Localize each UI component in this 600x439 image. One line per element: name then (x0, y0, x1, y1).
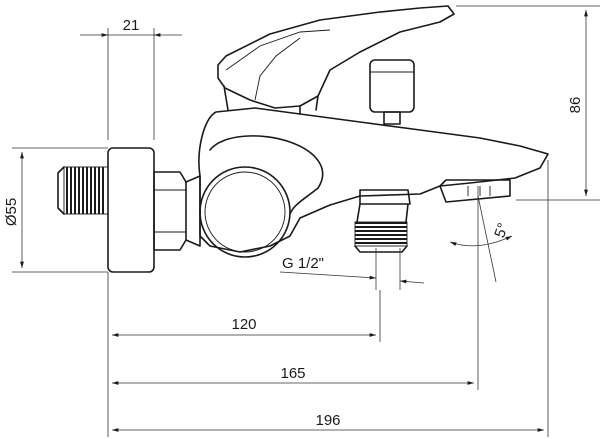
dimension-120-label: 120 (231, 316, 256, 333)
dimension-thread: G 1/2" (279, 248, 425, 290)
dimension-diameter: Ø55 (3, 147, 108, 273)
dimension-diameter-label: Ø55 (3, 198, 20, 226)
wall-flange (107, 147, 155, 273)
diverter-knob (369, 59, 415, 125)
dimension-196: 196 (112, 412, 544, 432)
dimension-86: 86 (456, 5, 600, 201)
main-body (198, 107, 549, 253)
spout-aerator (439, 179, 511, 203)
lever-handle (217, 5, 455, 115)
dimension-21: 21 (80, 17, 182, 140)
faucet-body (57, 5, 549, 273)
dimension-angle-label: 5° (491, 221, 512, 240)
dimension-120: 120 (112, 316, 376, 337)
shower-outlet (354, 189, 411, 253)
dimension-165: 165 (112, 365, 474, 385)
dimension-86-label: 86 (567, 97, 584, 114)
dimension-21-label: 21 (123, 17, 140, 34)
cartridge-housing (199, 166, 291, 258)
threaded-inlet (57, 166, 109, 215)
dimension-thread-label: G 1/2" (282, 255, 324, 272)
dimension-angle: 5° (449, 186, 512, 283)
dimension-165-label: 165 (280, 365, 305, 382)
dimension-196-label: 196 (315, 412, 340, 429)
hex-nut (153, 171, 187, 251)
